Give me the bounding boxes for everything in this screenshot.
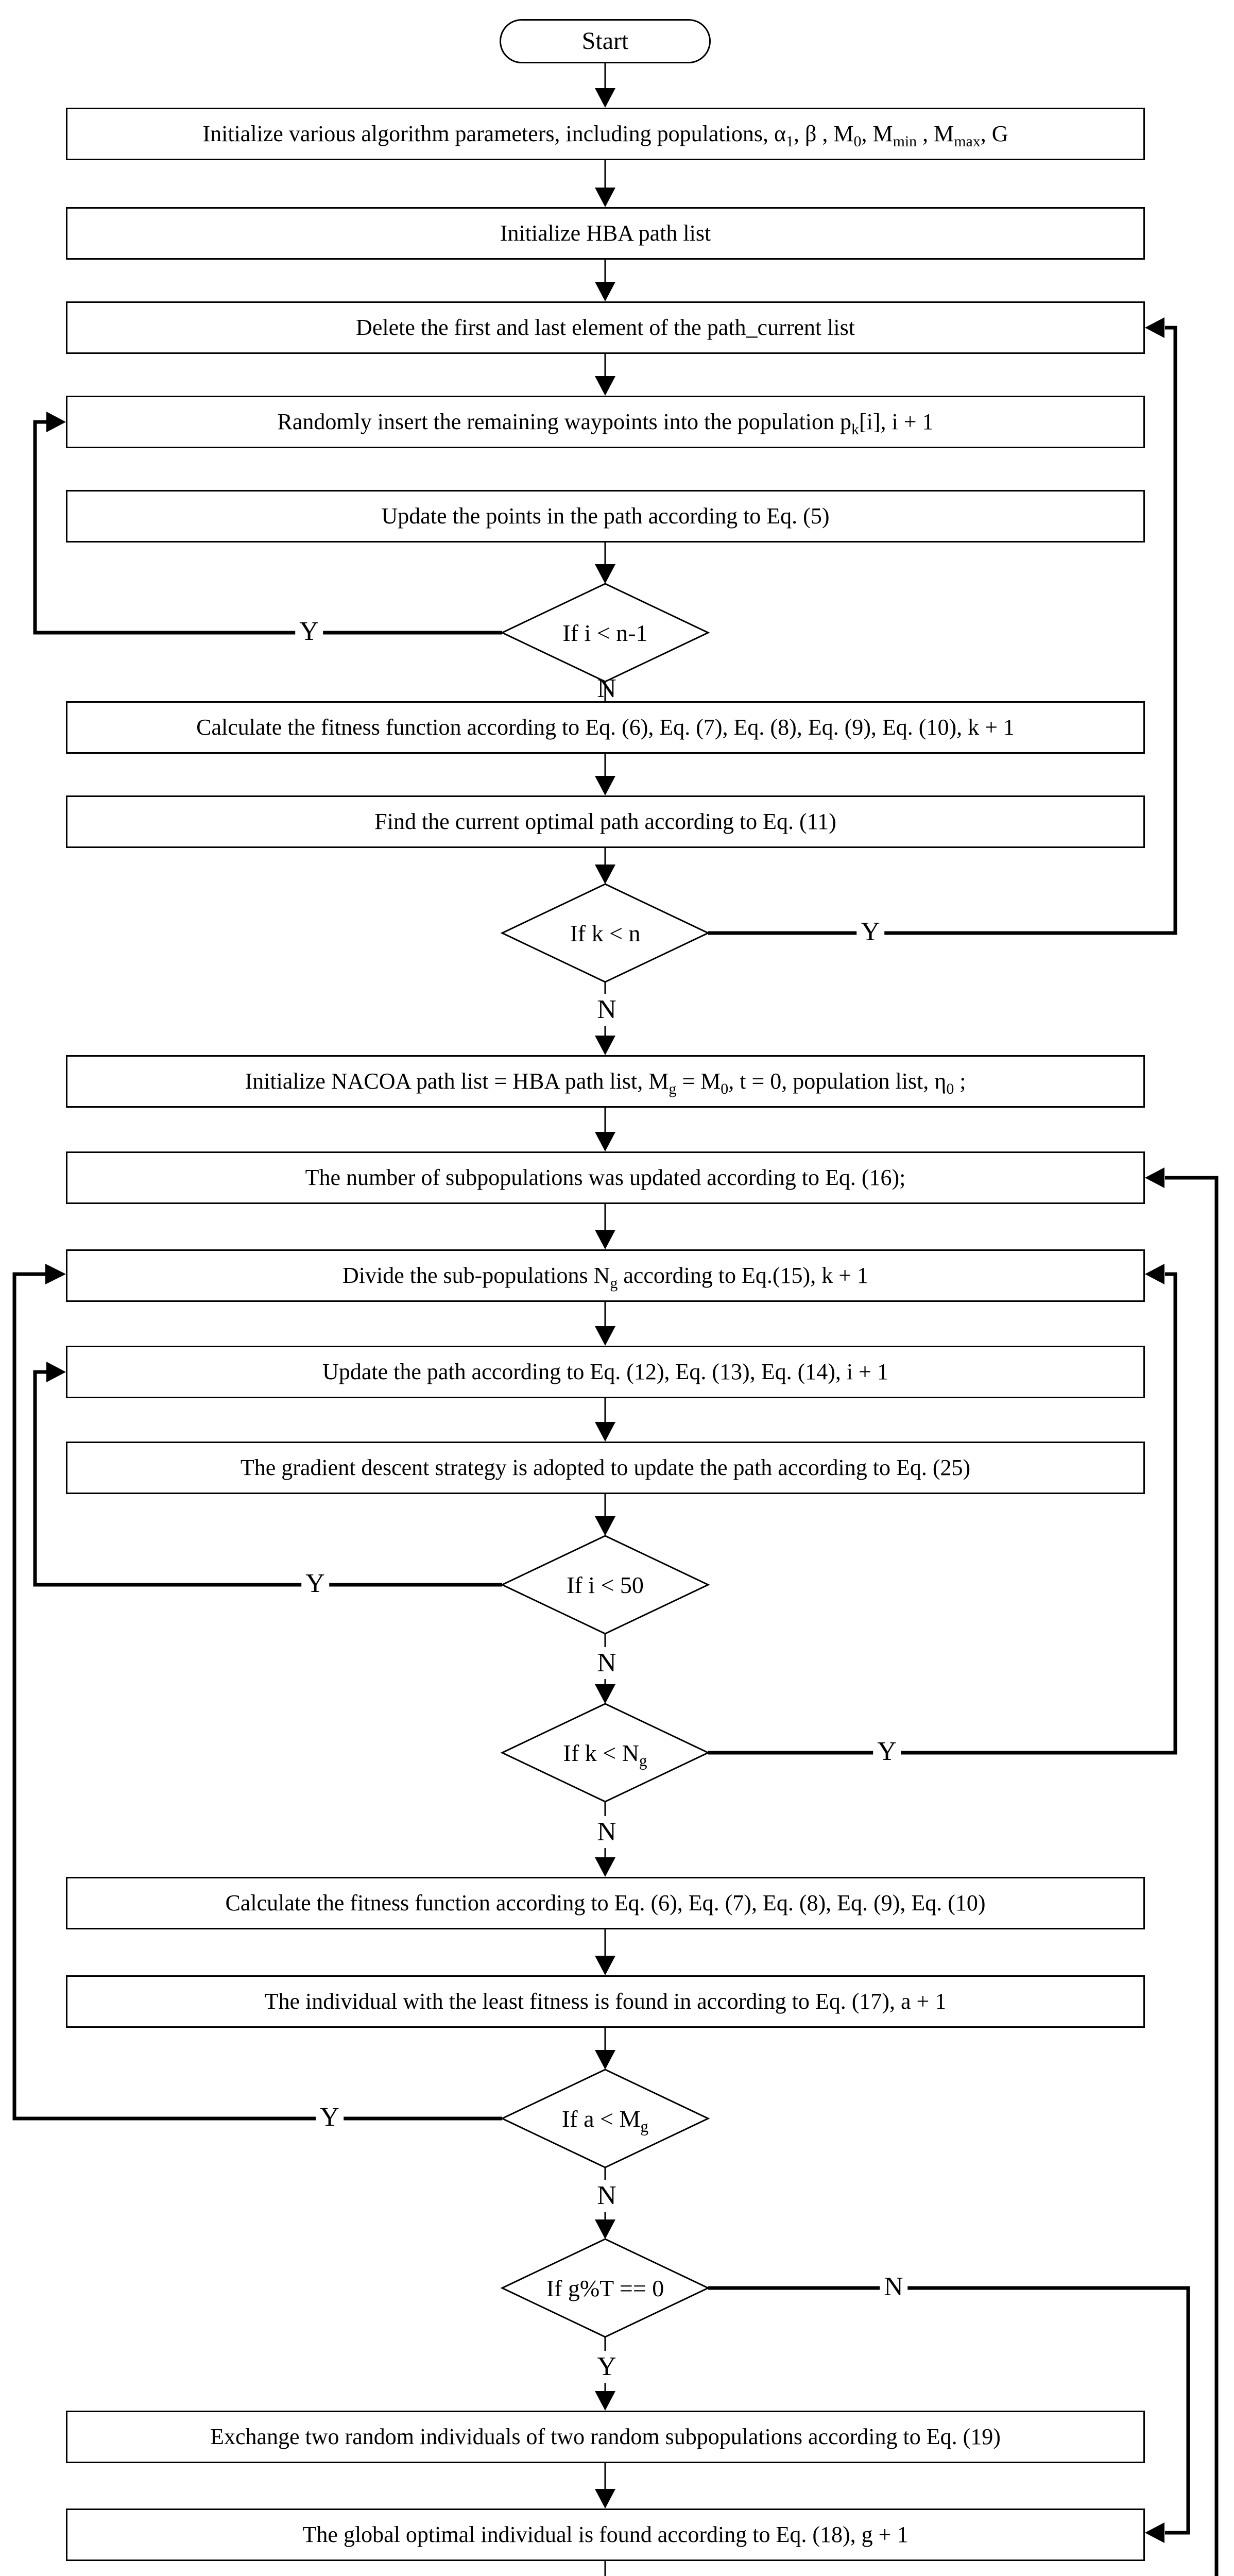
decision-i-lt-n1-label: If i < n-1 [562,619,648,646]
branch-label-yes: Y [316,2102,344,2133]
node-divide-subpops: Divide the sub-populations Ng according … [66,1249,1145,1302]
edge-k-lt-n-yes-loop [708,317,1177,935]
node-global-optimal: The global optimal individual is found a… [66,2509,1145,2561]
branch-label-yes: Y [295,616,323,648]
node-delete-first-last: Delete the first and last element of the… [66,301,1145,354]
node-least-fitness: The individual with the least fitness is… [66,1975,1145,2028]
diamond-i-lt-50 [500,1535,710,1635]
node-exchange-individuals: Exchange two random individuals of two r… [66,2411,1145,2463]
decision-i-lt-50-label: If i < 50 [567,1571,644,1598]
branch-label-no: N [593,1647,621,1679]
edge-a-lt-mg-yes-loop [12,1264,502,2121]
branch-label-no: N [593,1816,621,1848]
diamond-i-lt-n1 [500,583,710,683]
branch-label-no: N [880,2271,907,2303]
node-calc-fitness-k: Calculate the fitness function according… [66,701,1145,754]
node-random-insert: Randomly insert the remaining waypoints … [66,396,1145,448]
diamond-k-lt-ng [500,1703,710,1803]
decision-k-lt-n-label: If k < n [570,920,641,946]
branch-label-yes: Y [856,916,884,948]
node-update-points: Update the points in the path according … [66,490,1145,543]
decision-g-mod-t-label: If g%T == 0 [546,2275,664,2301]
node-calc-fitness: Calculate the fitness function according… [66,1877,1145,1929]
edge-g-lt-g-yes-loop [1145,1167,1219,2576]
diamond-k-lt-n [500,883,710,983]
branch-label-no: N [593,994,621,1026]
diamond-a-lt-mg [500,2069,710,2168]
edge-k-lt-ng-yes-loop [708,1264,1177,1755]
edge-i-lt-50-yes-loop [33,1362,502,1587]
node-update-path: Update the path according to Eq. (12), E… [66,1346,1145,1398]
node-gradient-descent: The gradient descent strategy is adopted… [66,1442,1145,1494]
decision-k-lt-ng-label: If k < Ng [563,1739,647,1770]
diamond-g-mod-t [500,2238,710,2338]
edge-spine [595,63,615,2576]
branch-label-no: N [597,674,616,703]
node-init-nacoa: Initialize NACOA path list = HBA path li… [66,1055,1145,1108]
branch-label-no: N [593,2180,621,2212]
node-find-current-optimal: Find the current optimal path according … [66,795,1145,848]
branch-label-yes: Y [301,1568,329,1600]
node-start: Start [500,19,711,63]
edge-i-lt-n1-yes-loop [33,412,502,635]
decision-a-lt-mg-label: If a < Mg [561,2105,649,2136]
node-init-params: Initialize various algorithm parameters,… [66,108,1145,160]
edge-g-mod-t-no-loop [708,2286,1190,2543]
node-init-hba: Initialize HBA path list [66,207,1145,260]
branch-label-yes: Y [873,1736,901,1768]
branch-label-yes: Y [593,2351,621,2383]
node-update-subpop-count: The number of subpopulations was updated… [66,1151,1145,1204]
